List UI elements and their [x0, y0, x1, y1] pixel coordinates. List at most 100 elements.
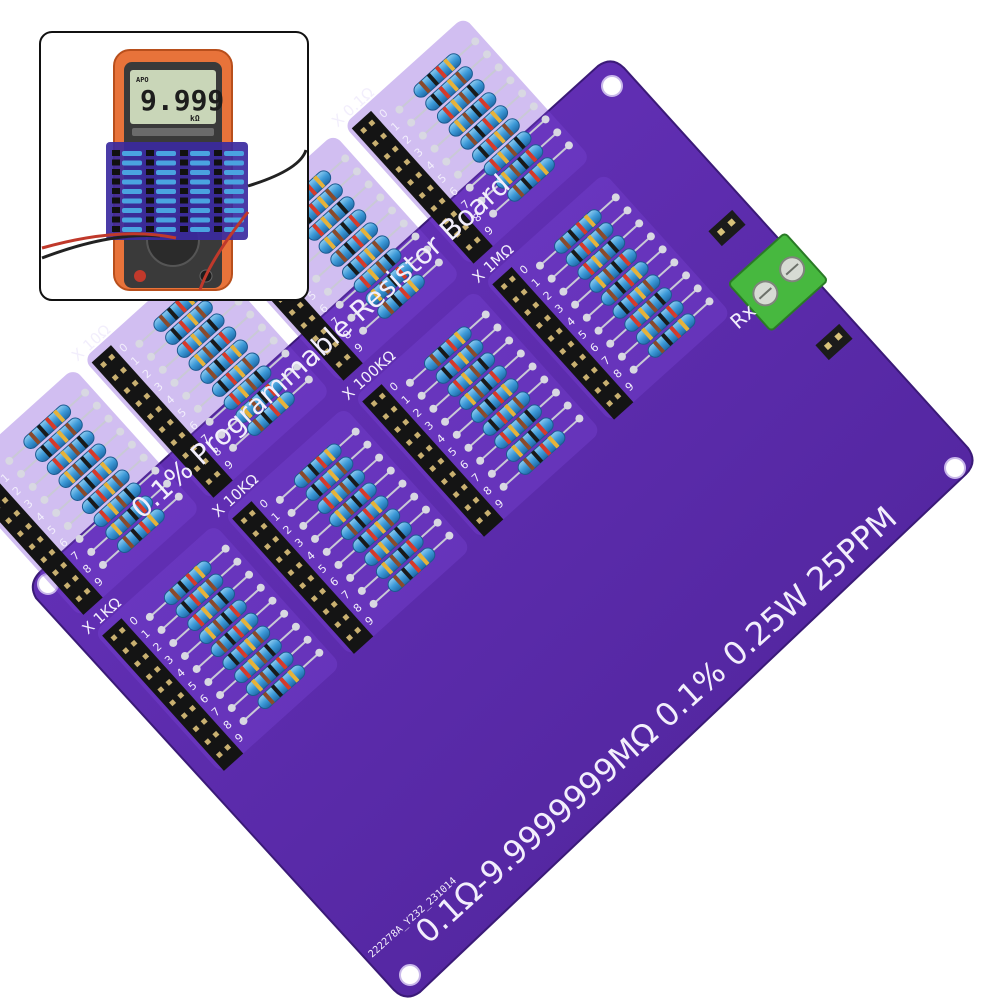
mini-resistor: [180, 169, 210, 175]
screw-terminal[interactable]: [728, 233, 828, 331]
lcd-display: [130, 70, 216, 124]
mini-resistor: [180, 197, 210, 204]
mini-resistor: [112, 159, 142, 166]
lcd-unit: kΩ: [190, 114, 200, 123]
resistor: [499, 414, 584, 491]
resistor: [442, 89, 527, 166]
mini-resistor: [180, 207, 210, 213]
resistor: [169, 570, 254, 647]
mini-resistor: [180, 159, 210, 166]
resistor: [547, 206, 632, 283]
mini-resistor: [146, 169, 176, 175]
mini-resistor: [180, 150, 210, 156]
header-pin-pair[interactable]: [708, 209, 746, 247]
resistor: [334, 492, 419, 569]
mini-resistor: [112, 197, 142, 204]
jumper-header[interactable]: [492, 266, 634, 420]
resistor: [617, 284, 702, 361]
resistor: [476, 388, 560, 465]
decade-section: X 100Ω0123456789: [0, 372, 197, 615]
mini-resistor: [112, 150, 142, 156]
mini-resistor: [146, 207, 176, 213]
resistor: [216, 622, 300, 699]
resistor: [571, 232, 655, 309]
resistor: [217, 362, 302, 439]
resistor: [63, 453, 148, 530]
mini-resistor: [112, 216, 142, 223]
resistor: [147, 284, 231, 361]
mini-resistor: [180, 178, 210, 185]
jumper-header[interactable]: [351, 110, 493, 264]
resistor: [5, 388, 90, 465]
resistor: [87, 479, 172, 556]
mini-resistor: [214, 169, 244, 175]
mounting-hole: [601, 75, 623, 97]
jumper-header[interactable]: [102, 618, 244, 771]
mini-resistor: [146, 150, 176, 156]
mini-resistor: [180, 188, 210, 194]
resistor: [417, 323, 502, 400]
resistor: [407, 50, 491, 127]
resistor: [75, 466, 160, 543]
mini-resistor: [214, 159, 244, 166]
mini-resistor: [214, 150, 244, 156]
resistor: [582, 245, 667, 322]
resistor: [452, 362, 537, 439]
resistor: [487, 401, 572, 478]
mini-resistor: [112, 226, 142, 232]
resistor: [629, 297, 714, 374]
resistor: [170, 310, 255, 387]
resistor: [299, 453, 384, 530]
resistor: [359, 258, 443, 335]
jumper-header[interactable]: [91, 345, 233, 498]
mini-resistor: [180, 216, 210, 223]
resistor: [477, 128, 562, 205]
resistor: [441, 349, 525, 426]
resistor: [454, 102, 538, 179]
resistor: [311, 466, 395, 543]
resistor: [559, 219, 644, 296]
resistor: [606, 271, 691, 348]
lcd-flag: APO: [136, 76, 149, 84]
jumper-header[interactable]: [362, 384, 504, 537]
lcd-value: 9.999: [140, 84, 224, 117]
mini-resistor: [112, 207, 142, 213]
mini-resistor: [146, 226, 176, 232]
resistor: [465, 115, 550, 192]
jumper-header[interactable]: [0, 462, 103, 615]
resistor: [17, 401, 101, 478]
resistor: [145, 544, 230, 621]
resistor: [275, 427, 360, 504]
resistor: [312, 206, 397, 283]
resistor: [489, 141, 573, 218]
mini-resistor: [146, 159, 176, 166]
header-pin-pair[interactable]: [815, 323, 853, 361]
mini-resistor: [112, 188, 142, 194]
mini-resistor: [214, 188, 244, 194]
probe-jack-red[interactable]: [134, 270, 146, 282]
resistor: [347, 245, 432, 322]
probe-wire-red: [198, 211, 250, 291]
resistor: [239, 648, 324, 725]
resistor: [323, 219, 408, 296]
resistor: [227, 635, 312, 712]
mini-resistor: [180, 226, 210, 232]
jumper-header[interactable]: [232, 501, 374, 654]
resistor: [535, 193, 620, 270]
resistor: [205, 349, 290, 426]
resistor: [430, 76, 515, 153]
resistor: [369, 531, 454, 608]
resistor: [229, 375, 313, 452]
resistor: [464, 375, 549, 452]
resistor: [158, 297, 243, 374]
resistor: [335, 232, 420, 309]
meter-buttons[interactable]: [132, 128, 214, 136]
resistor: [52, 440, 136, 517]
mini-resistor: [146, 188, 176, 194]
